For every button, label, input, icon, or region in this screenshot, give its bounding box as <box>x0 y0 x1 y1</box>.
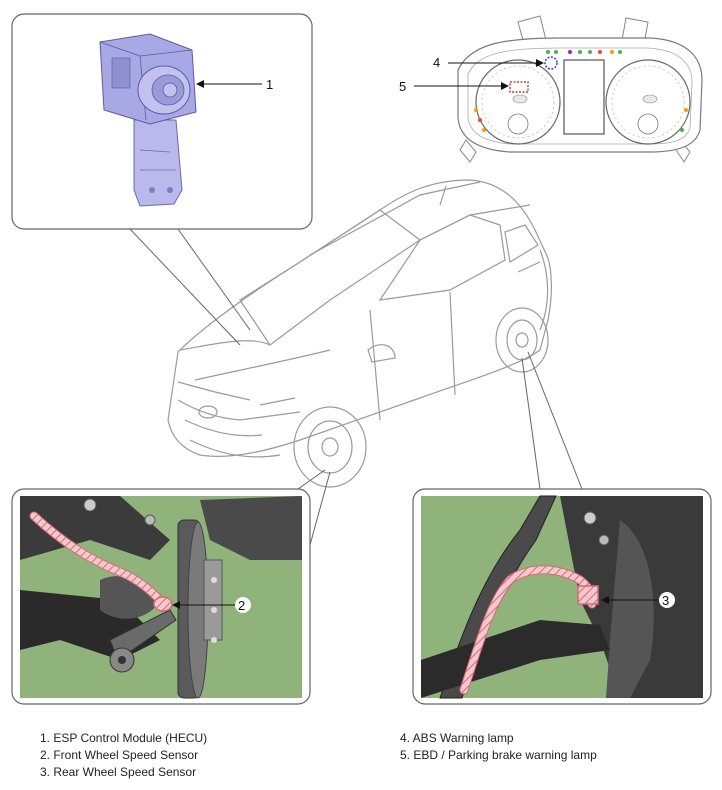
callout-2: 2 <box>238 598 245 613</box>
legend-item-esp-module: 1. ESP Control Module (HECU) <box>40 731 208 745</box>
legend-item-ebd-lamp: 5. EBD / Parking brake warning lamp <box>400 748 597 762</box>
warning-lamp-row <box>474 50 688 132</box>
legend-right: 4. ABS Warning lamp 5. EBD / Parking bra… <box>400 730 597 764</box>
callout-4: 4 <box>433 55 440 70</box>
esp-module-inset: 1 <box>11 13 313 230</box>
rear-wheel-sensor-inset: 3 <box>412 488 712 705</box>
instrument-cluster-inset: 4 5 <box>399 15 703 163</box>
callout-3: 3 <box>662 593 669 608</box>
inset-1-connector <box>129 228 251 346</box>
front-wheel-sensor-inset: 2 <box>11 488 311 705</box>
inset-3-connector <box>521 351 583 490</box>
abs-warning-lamp-marker <box>544 56 558 70</box>
callout-5: 5 <box>399 79 406 94</box>
legend-item-front-sensor: 2. Front Wheel Speed Sensor <box>40 748 199 762</box>
legend-item-abs-lamp: 4. ABS Warning lamp <box>400 731 514 745</box>
ebd-warning-lamp-marker <box>509 81 529 93</box>
legend-item-rear-sensor: 3. Rear Wheel Speed Sensor <box>40 765 197 779</box>
callout-1: 1 <box>266 77 273 92</box>
inset-2-connector <box>297 469 331 546</box>
legend-left: 1. ESP Control Module (HECU) 2. Front Wh… <box>40 730 207 781</box>
